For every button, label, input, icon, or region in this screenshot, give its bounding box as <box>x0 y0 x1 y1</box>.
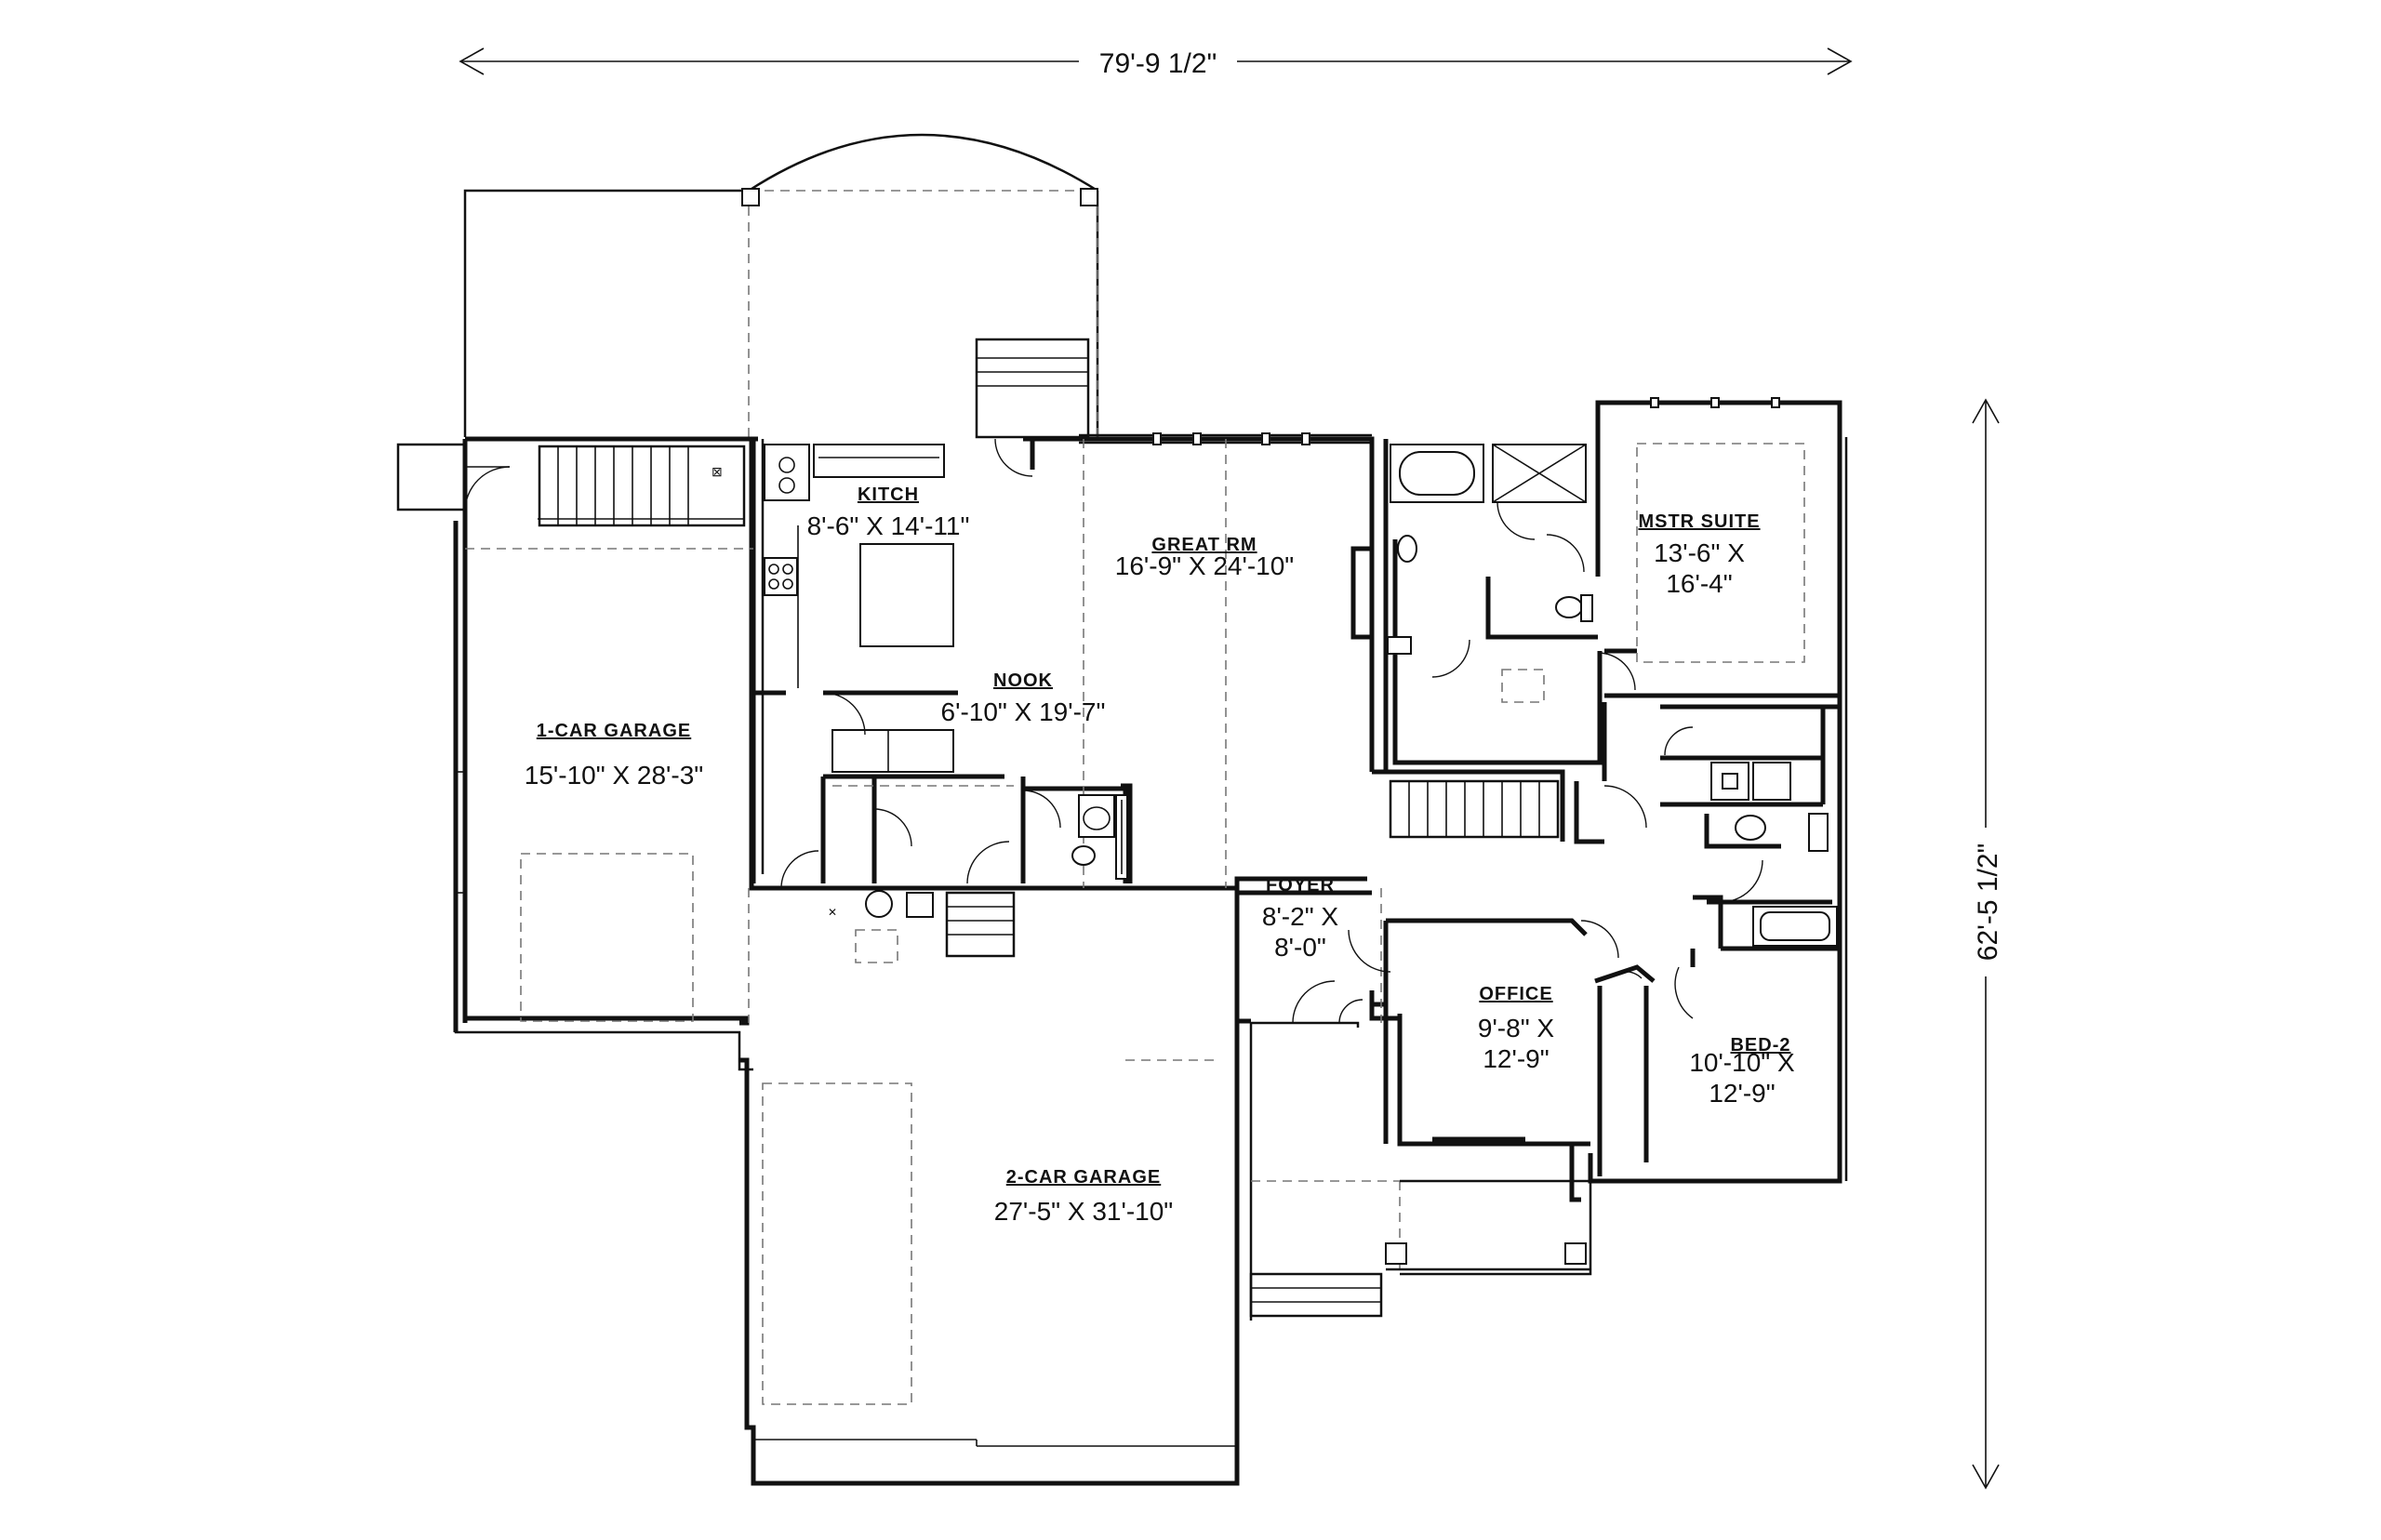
room-garage-2: 2-CAR GARAGE 27'-5" X 31'-10" <box>994 1167 1173 1226</box>
room-kitchen: KITCH 8'-6" X 14'-11" <box>807 485 970 540</box>
kitchen-fixtures <box>764 438 1033 773</box>
room-size: 8'-0" <box>1274 933 1326 962</box>
room-great-room: GREAT RM 16'-9" X 24'-10" <box>1115 535 1294 580</box>
garage-2-details <box>753 1439 1237 1447</box>
room-size: 13'-6" X <box>1654 538 1745 567</box>
garage-1-stairs: ⊠ <box>538 445 746 527</box>
room-name: FOYER <box>1266 875 1335 896</box>
master-bath-fixtures <box>1387 444 1636 691</box>
dashed-lines <box>465 439 1805 1405</box>
room-office: OFFICE 9'-8" X 12'-9" <box>1478 984 1555 1073</box>
laundry-fixtures <box>1664 726 1838 947</box>
room-size: 15'-10" X 28'-3" <box>525 761 703 790</box>
hall-stairs <box>1389 779 1647 839</box>
room-size: 8'-2" X <box>1262 902 1339 931</box>
room-foyer: FOYER 8'-2" X 8'-0" <box>1262 875 1339 962</box>
room-name: 1-CAR GARAGE <box>537 721 691 741</box>
room-master-suite: MSTR SUITE 13'-6" X 16'-4" <box>1638 511 1760 598</box>
room-name: GREAT RM <box>1151 535 1257 555</box>
overall-width-label: 79'-9 1/2" <box>1099 48 1217 79</box>
overall-depth-label: 62'-5 1/2" <box>1973 843 2003 961</box>
room-size: 27'-5" X 31'-10" <box>994 1197 1173 1226</box>
room-size: 16'-4" <box>1666 569 1732 598</box>
room-name: BED-2 <box>1730 1035 1790 1055</box>
room-size: 16'-9" X 24'-10" <box>1115 551 1294 580</box>
room-bed-2: BED-2 10'-10" X 12'-9" <box>1689 1035 1795 1108</box>
room-size: 8'-6" X 14'-11" <box>807 511 970 540</box>
room-name: NOOK <box>993 670 1053 691</box>
rear-steps <box>975 338 1090 439</box>
room-size: 10'-10" X <box>1689 1048 1795 1077</box>
room-garage-1: 1-CAR GARAGE 15'-10" X 28'-3" <box>525 721 703 790</box>
room-size: 12'-9" <box>1709 1079 1775 1108</box>
room-size: 12'-9" <box>1483 1044 1549 1073</box>
room-size: 6'-10" X 19'-7" <box>941 697 1106 726</box>
room-nook: NOOK 6'-10" X 19'-7" <box>941 670 1106 726</box>
room-name: OFFICE <box>1479 984 1552 1004</box>
garage-1-side-door <box>396 443 511 512</box>
room-name: 2-CAR GARAGE <box>1006 1167 1161 1188</box>
garage-1-door-jamb <box>453 521 465 1032</box>
width-dimension-line <box>459 45 1853 76</box>
doors <box>1292 920 1694 1024</box>
room-size: 9'-8" X <box>1478 1014 1555 1042</box>
svg-text:✕: ✕ <box>828 906 837 919</box>
rear-patio <box>463 133 1099 437</box>
depth-dimension-line <box>1970 398 2002 1490</box>
front-porch <box>1249 1021 1592 1321</box>
svg-text:⊠: ⊠ <box>712 464 723 479</box>
mudroom-fixtures: ✕ <box>780 692 1128 958</box>
room-name: KITCH <box>858 485 919 505</box>
interior-walls <box>751 439 1840 1202</box>
room-name: MSTR SUITE <box>1638 511 1760 532</box>
